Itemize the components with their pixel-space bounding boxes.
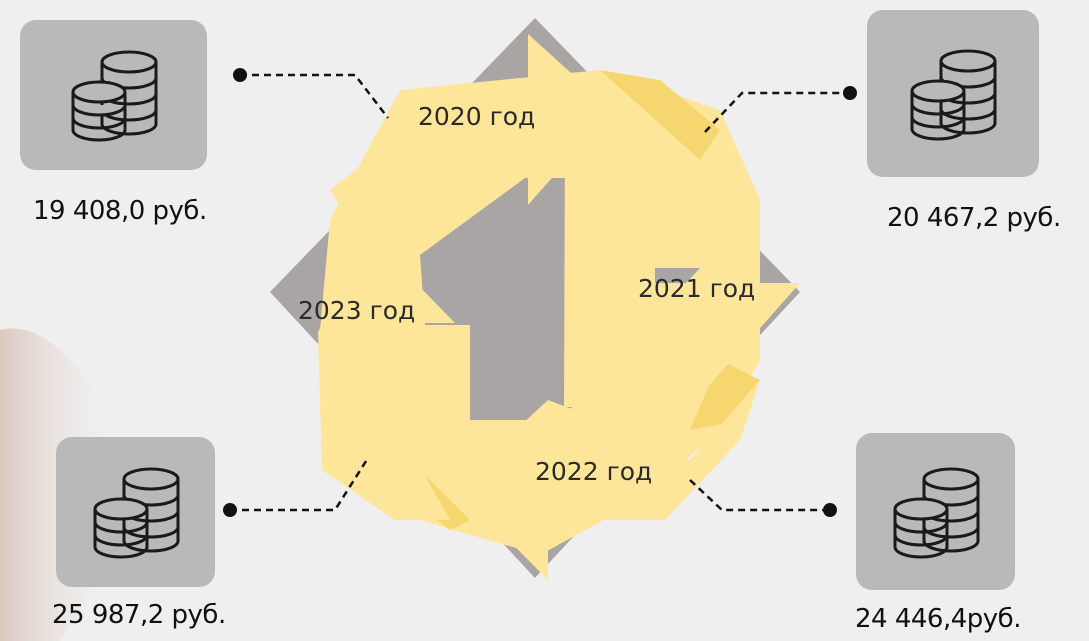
coin-box-2022 <box>856 433 1015 590</box>
coin-box-2021 <box>867 10 1039 177</box>
arrow-2023 <box>318 234 455 520</box>
year-label-2023: 2023 год <box>298 296 416 325</box>
coin-box-2020 <box>20 20 207 170</box>
coins-stack-icon <box>93 467 179 559</box>
connector-2021 <box>704 91 850 133</box>
yellow-fold-top <box>600 70 720 160</box>
coins-stack-icon <box>910 49 997 140</box>
center-gray-core <box>420 178 700 420</box>
connector-dot-2022 <box>823 503 837 517</box>
year-label-2020: 2020 год <box>418 102 536 131</box>
amount-2022: 24 446,4руб. <box>855 604 1021 634</box>
arrow-2021 <box>564 132 800 407</box>
coin-box-2023 <box>56 437 215 587</box>
coins-stack-icon <box>71 50 157 142</box>
connector-2022 <box>689 479 830 512</box>
connector-dot-2021 <box>843 86 857 100</box>
amount-2021: 20 467,2 руб. <box>887 203 1061 233</box>
amount-2020: 19 408,0 руб. <box>33 196 207 226</box>
connector-dot-2023 <box>223 503 237 517</box>
amount-2023: 25 987,2 руб. <box>52 600 226 630</box>
connector-2020 <box>240 73 389 119</box>
arrow-2022 <box>455 380 760 580</box>
connector-dot-2020 <box>233 68 247 82</box>
connector-2023 <box>230 457 370 512</box>
arrow-2020 <box>330 34 612 230</box>
coins-stack-icon <box>893 467 979 558</box>
year-label-2022: 2022 год <box>535 457 653 486</box>
year-label-2021: 2021 год <box>638 274 756 303</box>
